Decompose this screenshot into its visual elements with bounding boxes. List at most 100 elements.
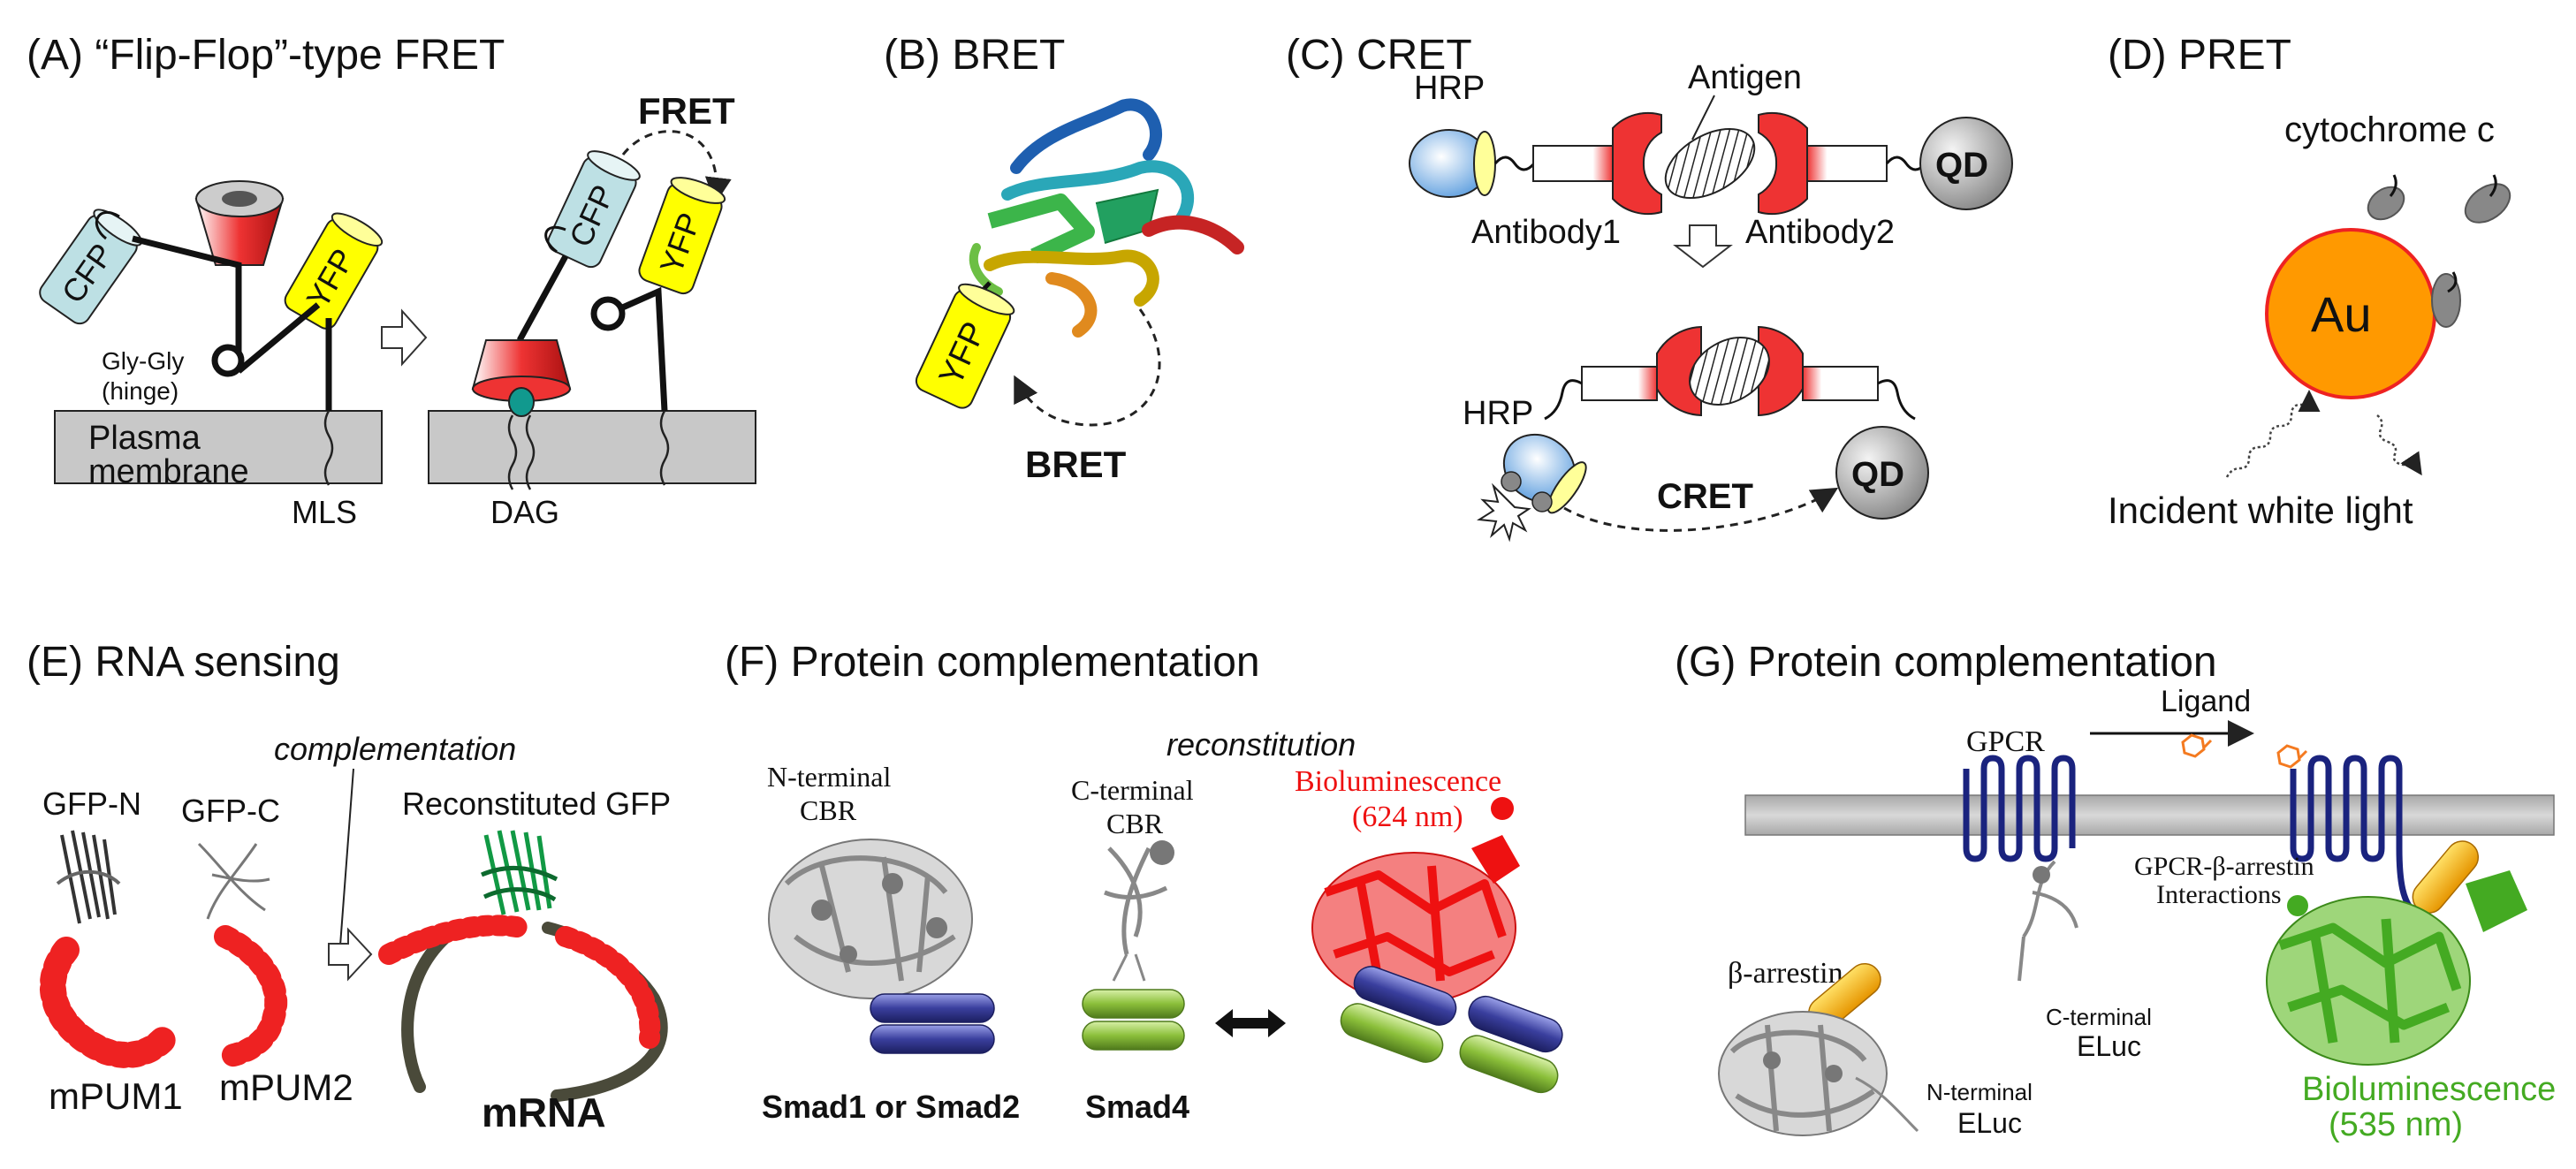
hinge-right (590, 296, 626, 331)
antibody1-fc (1532, 145, 1614, 182)
linker-left (132, 235, 332, 411)
c-terminal-cbr-structure (1104, 840, 1174, 982)
plasma-membrane-left (54, 410, 383, 484)
c-terminal-eluc-label: C-terminal (2046, 1004, 2152, 1030)
antibody1-label: Antibody1 (1471, 214, 1621, 251)
antibody2-label: Antibody2 (1745, 214, 1895, 251)
interaction-label-2: Interactions (2156, 880, 2282, 909)
bret-arrow (1014, 308, 1161, 427)
mrna-pum-red-2 (555, 926, 661, 1049)
biolum-red-label: Bioluminescence (1295, 765, 1501, 798)
panel-b-title: (B) BRET (884, 32, 1065, 79)
cret-arrow (1563, 487, 1839, 532)
ligand-molecule-2 (2276, 744, 2308, 769)
mpum1-label: mPUM1 (49, 1075, 183, 1117)
qd-linker-bottom (1877, 379, 1916, 421)
hrp-enzyme-bottom (1502, 433, 1587, 514)
n-terminal-label: N-terminal (767, 761, 892, 793)
scattered-light-wave (2376, 414, 2422, 476)
chemiluminescence-burst (1477, 482, 1531, 543)
smad4-bar-bottom (1082, 1021, 1185, 1051)
yfp-barrel-left: YFP (284, 212, 384, 330)
c-terminal-eluc-structure (2017, 860, 2078, 982)
reconstituted-gfp-barrel (481, 830, 559, 915)
complementation-arrow (328, 927, 373, 982)
panel-f: (F) Protein complementation reconstituti… (725, 639, 1563, 1125)
hrp-label-bottom: HRP (1463, 395, 1533, 432)
reconstitution-label: reconstitution (1166, 726, 1356, 763)
smad1-bar-top (870, 993, 995, 1023)
substrate-2 (1531, 491, 1553, 512)
hrp-enzyme-top (1409, 129, 1496, 198)
n-terminal-eluc-label: N-terminal (1926, 1079, 2033, 1105)
hinge-label-2: (hinge) (102, 377, 179, 405)
reconstituted-cbr-structure (1311, 797, 1520, 1004)
mrna-pum-red-1 (378, 915, 532, 965)
panel-b: (B) BRET YFP BRET (884, 32, 1244, 485)
panel-c-cret-label: CRET (1657, 477, 1753, 516)
smad-complex (1340, 966, 1563, 1094)
pkc-cone-right (471, 339, 572, 417)
hrp-linker-bottom (1544, 379, 1583, 421)
ligand-label: Ligand (2161, 685, 2251, 718)
ligand-molecule-1 (2181, 733, 2213, 758)
linker-right-tail (544, 225, 566, 254)
mrna-strand (401, 922, 668, 1102)
panel-e-title: (E) RNA sensing (27, 639, 340, 686)
biolum-green-label: Bioluminescence (2302, 1071, 2556, 1108)
qd-linker-top (1885, 156, 1927, 171)
quantum-dot-bottom (1835, 426, 1929, 520)
pkc-cone-left (194, 180, 285, 266)
gpcr-helices-left (1963, 755, 2076, 862)
plasma-membrane-right (428, 410, 756, 484)
mpum1-red (39, 937, 181, 1068)
fret-arrow (621, 130, 732, 204)
biolum-red-wavelength: (624 nm) (1352, 801, 1463, 833)
panel-c: (C) CRET HRP Antigen QD Antibody1 Antibo… (1286, 32, 2013, 543)
gfp-n-fragment (56, 830, 121, 924)
panel-f-title: (F) Protein complementation (725, 639, 1260, 686)
au-label: Au (2311, 286, 2372, 342)
smad4-bar-top (1082, 989, 1185, 1019)
mrna-label: mRNA (482, 1089, 606, 1135)
gpcr-helices-right (2290, 755, 2415, 913)
mpum2-red (214, 925, 288, 1067)
antigen-top (1664, 127, 1756, 200)
antigen-pointer (1691, 95, 1715, 140)
substrate-1 (1501, 471, 1522, 492)
cytochrome-c-3 (2431, 271, 2461, 328)
panel-g: (G) Protein complementation Ligand GPCR … (1675, 639, 2556, 1143)
qd-label-top: QD (1935, 146, 1988, 185)
reconstituted-eluc-structure (2266, 870, 2527, 1066)
cytochrome-c-2 (2464, 174, 2511, 224)
cfp-barrel-right: CFP (547, 150, 641, 269)
panel-b-bret-label: BRET (1025, 444, 1127, 485)
cell-membrane (1744, 794, 2555, 836)
reconstituted-gfp-label: Reconstituted GFP (402, 786, 671, 822)
panel-a-fret-label: FRET (638, 90, 735, 132)
antigen-label: Antigen (1688, 59, 1802, 96)
cbr-label-c: CBR (1106, 808, 1164, 839)
gfp-n-label: GFP-N (42, 786, 141, 822)
plasma-membrane-label-1: Plasma (88, 420, 201, 457)
panel-a-title: (A) “Flip-Flop”-type FRET (27, 32, 505, 79)
mls-anchor (323, 410, 334, 486)
panel-e: (E) RNA sensing complementation GFP-N GF… (27, 639, 671, 1135)
cbr-label-n: CBR (800, 794, 857, 826)
hrp-linker-top (1493, 156, 1536, 171)
panel-c-title: (C) CRET (1286, 32, 1472, 79)
gpcr-label: GPCR (1966, 725, 2045, 758)
reconstitution-double-arrow (1215, 1009, 1286, 1037)
yfp-barrel-b: YFP (915, 283, 1015, 409)
smad1-bar-bottom (870, 1024, 995, 1054)
c-terminal-label: C-terminal (1071, 774, 1194, 806)
antibody1-fab (1612, 111, 1662, 216)
antibody1-fab-bottom (1656, 325, 1702, 417)
cytochrome-c-1 (2367, 174, 2405, 221)
plasma-membrane-label-2: membrane (88, 453, 249, 490)
smad4-label: Smad4 (1085, 1089, 1189, 1125)
panel-d-title: (D) PRET (2108, 32, 2291, 79)
antibody2-fab (1758, 111, 1808, 216)
mls-label: MLS (292, 494, 357, 530)
